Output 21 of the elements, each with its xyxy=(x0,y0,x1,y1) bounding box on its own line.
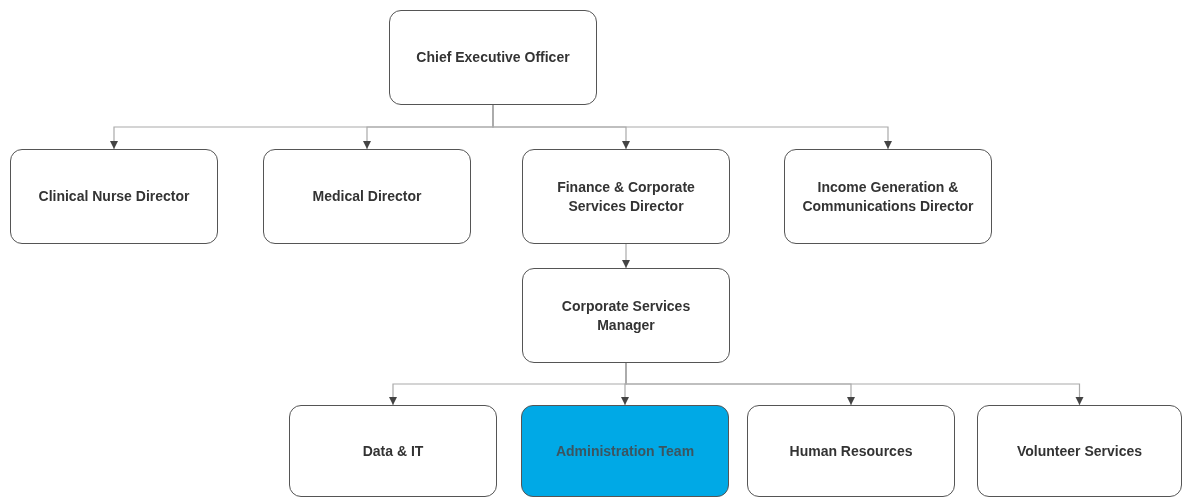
role-title: Human Resources xyxy=(789,441,913,461)
org-box xyxy=(784,149,992,244)
org-box xyxy=(977,405,1182,497)
org-box xyxy=(522,268,730,363)
org-box xyxy=(521,405,729,497)
role-title: Data & IT xyxy=(362,441,424,461)
connector-arrow xyxy=(622,243,630,269)
org-box xyxy=(10,149,218,244)
org-box xyxy=(747,405,955,497)
role-title: Income Generation & Communications Director xyxy=(801,177,975,216)
role-title: Volunteer Services xyxy=(1017,441,1142,461)
org-box xyxy=(263,149,471,244)
role-title: Clinical Nurse Director xyxy=(38,187,190,206)
role-title: Chief Executive Officer xyxy=(416,48,570,67)
role-title: Medical Director xyxy=(312,187,422,206)
role-title: Finance & Corporate Services Director xyxy=(556,177,696,216)
role-title: Corporate Services Manager xyxy=(560,296,692,335)
org-box xyxy=(389,10,597,105)
org-box xyxy=(289,405,497,497)
org-box xyxy=(522,149,730,244)
role-title: Administration Team xyxy=(555,441,695,461)
